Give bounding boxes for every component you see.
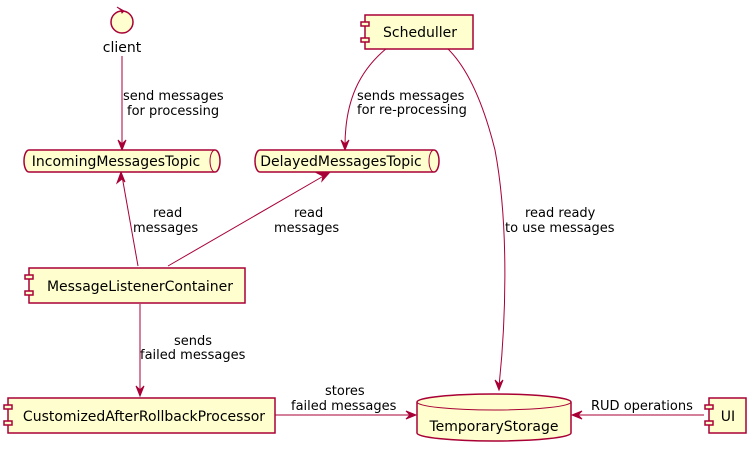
component-icon bbox=[360, 37, 370, 43]
edge-processor-to-storage bbox=[275, 410, 418, 420]
scheduller-label: Scheduller bbox=[383, 25, 457, 41]
edge-listener-to-processor bbox=[135, 304, 145, 398]
edge-ui-to-storage bbox=[570, 410, 704, 420]
component-icon bbox=[360, 21, 370, 27]
component-icon bbox=[704, 404, 714, 410]
label-sends: sends bbox=[174, 334, 212, 349]
temporary-storage-label: TemporaryStorage bbox=[428, 419, 558, 435]
label-for-re-processing: for re-processing bbox=[357, 103, 467, 118]
listener-container-component: MessageListenerContainer bbox=[24, 267, 246, 304]
delayed-topic-queue: DelayedMessagesTopic bbox=[254, 149, 440, 173]
label-failed-messages-1: failed messages bbox=[140, 348, 246, 363]
rollback-processor-component: CustomizedAfterRollbackProcessor bbox=[3, 397, 276, 434]
client-node: client bbox=[103, 6, 142, 56]
label-messages-delayed: messages bbox=[274, 221, 339, 236]
label-for-processing: for processing bbox=[127, 104, 219, 119]
control-icon bbox=[110, 10, 134, 34]
incoming-topic-label: IncomingMessagesTopic bbox=[32, 154, 200, 170]
edge-scheduller-to-delayed bbox=[340, 47, 388, 152]
label-sends-messages: sends messages bbox=[357, 89, 465, 104]
ui-component: UI bbox=[704, 397, 747, 434]
label-to-use-messages: to use messages bbox=[505, 221, 615, 236]
edge-scheduller-to-storage bbox=[446, 47, 506, 392]
label-read-delayed: read bbox=[294, 206, 323, 221]
label-rud-operations: RUD operations bbox=[591, 399, 693, 414]
edge-listener-reads-incoming bbox=[115, 170, 139, 267]
listener-container-label: MessageListenerContainer bbox=[47, 279, 233, 295]
component-icon bbox=[3, 404, 13, 410]
control-arrow bbox=[116, 6, 125, 14]
component-icon bbox=[3, 420, 13, 426]
label-failed-messages-2: failed messages bbox=[291, 399, 397, 414]
label-read-ready: read ready bbox=[525, 206, 596, 221]
temporary-storage-database: TemporaryStorage bbox=[416, 393, 572, 442]
label-messages-incoming: messages bbox=[133, 221, 198, 236]
ui-label: UI bbox=[721, 409, 735, 425]
label-read-incoming: read bbox=[153, 206, 182, 221]
scheduller-component: Scheduller bbox=[360, 14, 474, 50]
edge-client-to-incoming bbox=[117, 56, 127, 152]
delayed-topic-label: DelayedMessagesTopic bbox=[260, 154, 422, 170]
label-send-messages: send messages bbox=[123, 89, 224, 104]
component-icon bbox=[704, 420, 714, 426]
label-stores: stores bbox=[325, 384, 365, 399]
rollback-processor-label: CustomizedAfterRollbackProcessor bbox=[23, 409, 265, 425]
client-label: client bbox=[103, 40, 142, 56]
component-icon bbox=[24, 274, 34, 280]
incoming-topic-queue: IncomingMessagesTopic bbox=[23, 149, 221, 173]
component-icon bbox=[24, 290, 34, 296]
